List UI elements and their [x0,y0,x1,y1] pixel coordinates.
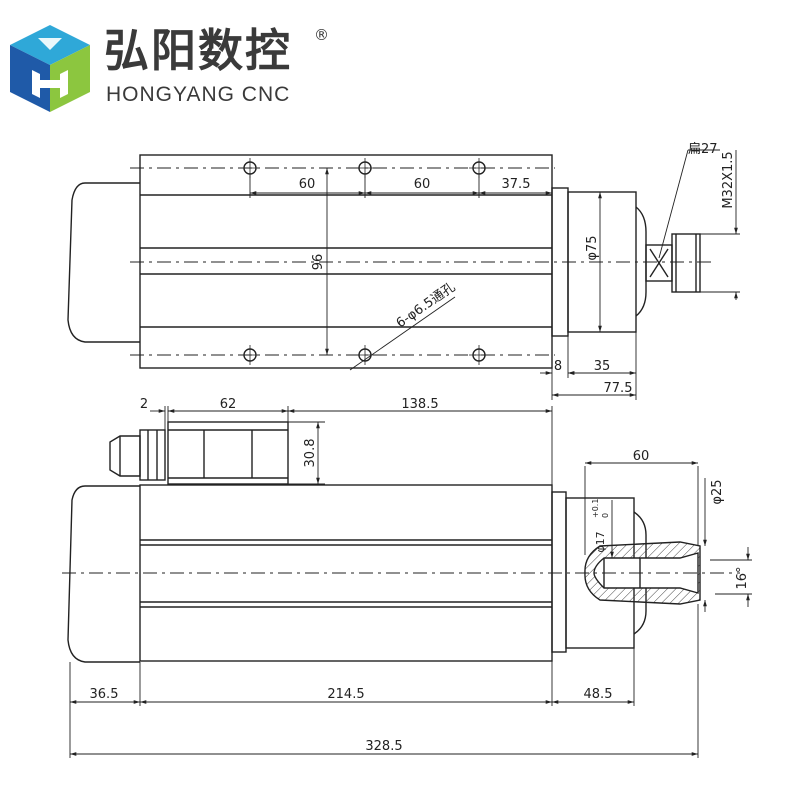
dim-front-len-top: 77.5 [604,381,633,396]
registered-mark: ® [314,26,329,44]
dim-bore-tol-lower: 0 [601,513,610,518]
dim-hole-note: 6-φ6.5通孔 [394,280,458,331]
dim-gap: 2 [140,397,148,412]
dim-box-height: 30.8 [303,439,318,468]
dim-taper-angle: 16° [735,566,750,589]
top-dimensions [249,149,740,400]
dim-nose-len: 35 [594,359,611,374]
dim-cap-len: 36.5 [90,687,119,702]
brand-name-en: HONGYANG CNC [106,83,291,106]
dim-total-len: 328.5 [365,739,402,754]
top-nut [671,233,701,293]
junction-box [167,421,289,485]
dim-bore-tol-upper: +0.1 [591,499,600,518]
side-rear-cap [67,485,140,663]
dim-outer-dia: φ25 [710,479,725,504]
dim-box-len: 62 [220,397,237,412]
dim-bore-dia: φ17 [594,531,607,552]
top-view [67,154,701,369]
dim-height: 96 [311,254,326,271]
dim-thread: M32X1.5 [721,151,736,208]
hexagon-cube-h-logo [10,25,90,112]
dim-body-len: 214.5 [327,687,364,702]
dim-box-to-front: 138.5 [401,397,438,412]
dim-shaft-dia: φ75 [585,235,600,260]
dim-step: 8 [554,359,562,374]
brand-name-cn: 弘阳数控 [104,24,293,77]
side-dimensions [69,406,752,758]
top-rear-cap [67,182,140,343]
dim-flat: 扁27 [688,142,718,157]
dim-front-len-side: 48.5 [584,687,613,702]
logo-mark [10,25,90,112]
cable-gland [109,435,141,477]
dim-hole-pitch-1: 60 [299,177,316,192]
dim-hole-pitch-end: 37.5 [502,177,531,192]
dim-hole-pitch-2: 60 [414,177,431,192]
dim-collet-len: 60 [633,449,650,464]
